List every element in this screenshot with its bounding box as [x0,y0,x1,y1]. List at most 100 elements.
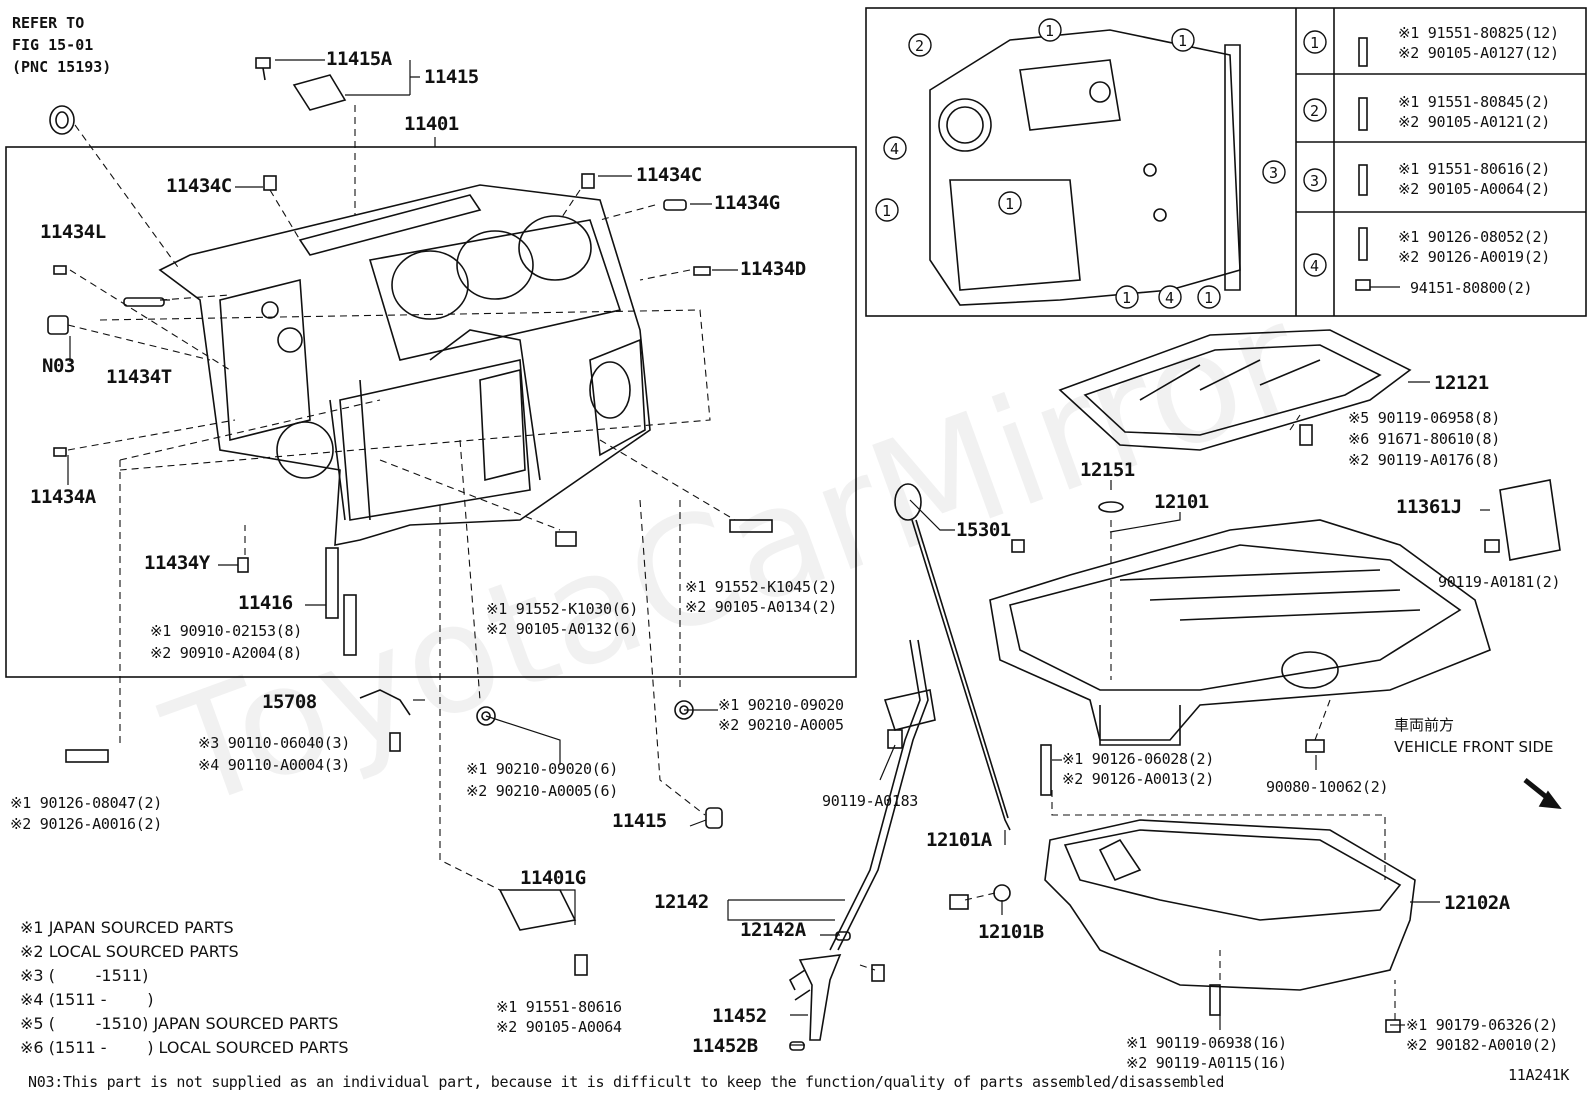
dashed-guides [67,105,1396,1020]
part-label[interactable]: 12142 [654,891,709,913]
callout-1: 1 [882,202,891,220]
ref-part[interactable]: ※1 90910-02153(8) [150,622,302,640]
bolt-table-part: ※2 90126-A0019(2) [1398,248,1550,266]
callout-1: 1 [1204,289,1213,307]
legend-row: ※2 LOCAL SOURCED PARTS [20,942,239,962]
fasteners [47,37,1561,1051]
legend-row: ※1 JAPAN SOURCED PARTS [20,918,234,938]
ref-part[interactable]: 90119-A0181(2) [1438,573,1561,591]
ref-part[interactable]: ※2 90910-A2004(8) [150,644,302,662]
ref-part[interactable]: ※1 91551-80616 [496,998,622,1016]
ref-part[interactable]: ※1 90119-06938(16) [1126,1034,1287,1052]
part-label[interactable]: 12101 [1154,491,1209,513]
part-label[interactable]: 12101A [926,829,992,851]
callout-4: 4 [1165,289,1174,307]
legend-text: JAPAN SOURCED PARTS [48,918,234,937]
part-label[interactable]: 11434C [636,164,702,186]
legend-text: (1511 - ) [48,990,154,1009]
ref-part[interactable]: ※1 90179-06326(2) [1406,1016,1558,1034]
part-label[interactable]: 11415 [612,810,667,832]
part-label[interactable]: 12142A [740,919,806,941]
part-label[interactable]: 11401 [404,113,459,135]
vehicle-front-en: VEHICLE FRONT SIDE [1394,738,1554,756]
part-label[interactable]: 12151 [1080,459,1135,481]
part-label[interactable]: 11434D [740,258,806,280]
bolt-table-num: 4 [1310,257,1319,275]
ref-part[interactable]: ※2 90126-A0013(2) [1062,770,1214,788]
ref-part[interactable]: ※1 91552-K1045(2) [685,578,837,596]
ref-part[interactable]: ※1 90210-09020(6) [466,760,618,778]
legend-text: LOCAL SOURCED PARTS [48,942,239,961]
ref-part[interactable]: 90119-A0183 [822,792,919,810]
ref-part[interactable]: ※6 91671-80610(8) [1348,430,1500,448]
callout-4: 4 [890,140,899,158]
ref-part[interactable]: ※4 90110-A0004(3) [198,756,350,774]
leader-lines [67,59,1490,1046]
ref-part[interactable]: 90080-10062(2) [1266,778,1389,796]
ref-part[interactable]: ※2 90210-A0005(6) [466,782,618,800]
part-label[interactable]: 11434Y [144,552,210,574]
ref-part[interactable]: ※1 90210-09020 [718,696,844,714]
ref-part[interactable]: ※2 90105-A0132(6) [486,620,638,638]
ref-part[interactable]: ※2 90126-A0016(2) [10,815,162,833]
oil-pan-upper-drawing [989,519,1491,746]
oil-pan-lower-drawing [1044,819,1416,991]
bolt-table-part: ※1 91551-80825(12) [1398,24,1559,42]
bolt-table-part: 94151-80800(2) [1410,279,1533,297]
legend-symbol: ※1 [20,918,44,937]
bolt-table-part: ※2 90105-A0127(12) [1398,44,1559,62]
part-label[interactable]: 11452 [712,1005,767,1027]
ref-part[interactable]: ※1 91552-K1030(6) [486,600,638,618]
part-label[interactable]: 12101B [978,921,1044,943]
ref-part[interactable]: ※5 90119-06958(8) [1348,409,1500,427]
part-label[interactable]: 11415 [424,66,479,88]
refer-line: REFER TO [12,14,85,32]
part-label[interactable]: 11415A [326,48,392,70]
part-label[interactable]: 11452B [692,1035,758,1057]
ref-part[interactable]: ※1 90126-06028(2) [1062,750,1214,768]
baffle-plate-drawing [1058,329,1412,451]
part-label[interactable]: 15708 [262,691,317,713]
part-label[interactable]: 11434L [40,221,106,243]
dipstick-drawing [894,483,1011,831]
part-label[interactable]: 12102A [1444,892,1510,914]
dipstick-tube-drawing [788,954,842,1041]
bolt-table-part: ※1 91551-80845(2) [1398,93,1550,111]
part-label[interactable]: 11434C [166,175,232,197]
figure-code: 11A241K [1508,1066,1570,1084]
ref-part[interactable]: ※2 90210-A0005 [718,716,844,734]
ref-part[interactable]: ※2 90182-A0010(2) [1406,1036,1558,1054]
ref-part[interactable]: ※2 90119-A0115(16) [1126,1054,1287,1072]
inset-callout-circles [875,18,1327,309]
vehicle-front-jp: 車両前方 [1394,716,1455,734]
part-label[interactable]: 11434G [714,192,780,214]
bolt-table-part: ※1 90126-08052(2) [1398,228,1550,246]
part-label[interactable]: 11434T [106,366,172,388]
bolt-table-num: 1 [1310,34,1319,52]
footnote: N03:This part is not supplied as an indi… [28,1073,1225,1091]
part-label[interactable]: 11434A [30,486,96,508]
part-label[interactable]: 15301 [956,519,1011,541]
callout-2: 2 [915,37,924,55]
ref-part[interactable]: ※2 90119-A0176(8) [1348,451,1500,469]
part-label[interactable]: 12121 [1434,372,1489,394]
callout-1: 1 [1122,289,1131,307]
part-label[interactable]: 11416 [238,592,293,614]
bolt-table-part: ※2 90105-A0064(2) [1398,180,1550,198]
ref-part[interactable]: ※2 90105-A0064 [496,1018,622,1036]
ref-part[interactable]: ※1 90126-08047(2) [10,794,162,812]
legend-text: ( -1510) JAPAN SOURCED PARTS [48,1014,339,1033]
ref-part[interactable]: ※2 90105-A0134(2) [685,598,837,616]
part-label[interactable]: 11361J [1396,496,1462,518]
legend-symbol: ※6 [20,1038,44,1057]
legend-row: ※6 (1511 - ) LOCAL SOURCED PARTS [20,1038,349,1058]
bolt-table-num: 2 [1310,102,1319,120]
timing-cover-drawing [929,29,1241,306]
cylinder-block-drawing [158,184,651,546]
refer-line: FIG 15-01 [12,36,94,54]
ref-part[interactable]: ※3 90110-06040(3) [198,734,350,752]
part-label[interactable]: N03 [42,355,75,377]
part-label[interactable]: 11401G [520,867,586,889]
